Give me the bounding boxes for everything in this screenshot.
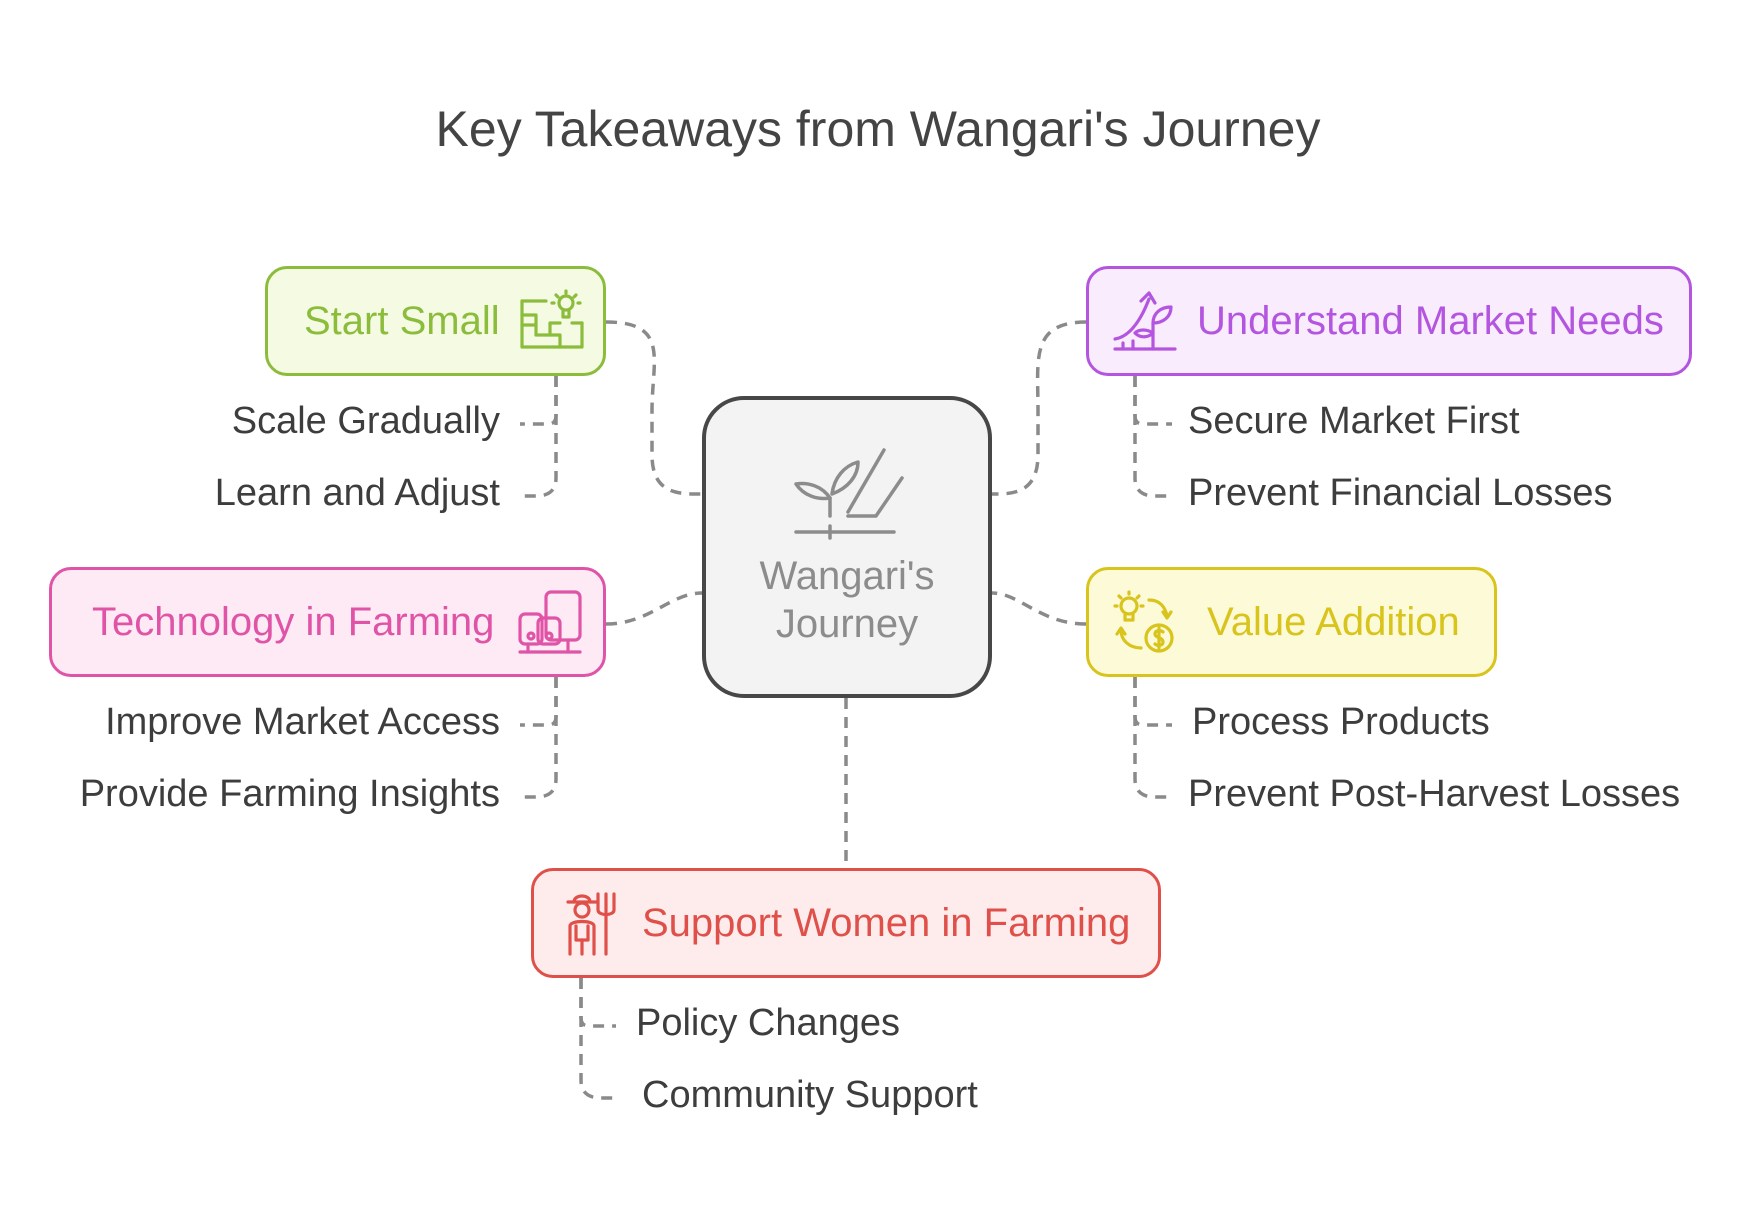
connector-farming-insights xyxy=(520,677,558,799)
center-label-line1: Wangari's xyxy=(759,554,935,598)
node-support-women-in-farming: Support Women in Farming xyxy=(531,868,1161,978)
item-policy-changes: Policy Changes xyxy=(636,1002,901,1044)
item-prevent-post-harvest-losses: Prevent Post-Harvest Losses xyxy=(1188,773,1681,815)
item-scale-gradually: Scale Gradually xyxy=(231,400,500,442)
center-node: Wangari's Journey xyxy=(702,396,992,698)
blueprint-lightbulb-icon xyxy=(520,289,584,349)
center-label: Wangari's Journey xyxy=(706,552,988,648)
growth-plant-arrow-icon xyxy=(1113,291,1177,351)
connector-start-small xyxy=(605,320,703,496)
node-understand-market-needs: Understand Market Needs xyxy=(1086,266,1692,376)
connector-improve-market xyxy=(520,677,558,727)
item-provide-farming-insights: Provide Farming Insights xyxy=(79,773,500,815)
connector-scale-gradually xyxy=(520,376,558,426)
connector-technology xyxy=(605,591,703,626)
diagram-title: Key Takeaways from Wangari's Journey xyxy=(435,101,1321,157)
women-in-farming-label: Support Women in Farming xyxy=(642,900,1131,945)
connector-post-harvest xyxy=(1133,677,1172,799)
node-technology-in-farming: Technology in Farming xyxy=(49,567,606,677)
center-label-line2: Journey xyxy=(775,602,919,646)
smart-devices-icon xyxy=(518,590,583,654)
item-process-products: Process Products xyxy=(1192,701,1490,743)
item-secure-market-first: Secure Market First xyxy=(1188,400,1520,442)
item-prevent-financial-losses: Prevent Financial Losses xyxy=(1188,472,1613,514)
connector-learn-adjust xyxy=(520,376,558,498)
technology-label: Technology in Farming xyxy=(92,599,495,644)
node-start-small: Start Small xyxy=(265,266,606,376)
item-learn-and-adjust: Learn and Adjust xyxy=(214,472,500,514)
connector-value-addition xyxy=(991,591,1087,626)
connector-process-products xyxy=(1133,677,1172,727)
market-needs-label: Understand Market Needs xyxy=(1197,298,1664,343)
connector-policy-changes xyxy=(579,978,616,1028)
hand-sprout-icon xyxy=(794,448,904,540)
start-small-label: Start Small xyxy=(304,298,500,343)
item-improve-market-access: Improve Market Access xyxy=(105,701,500,743)
connector-secure-market xyxy=(1133,376,1172,426)
connector-prevent-financial xyxy=(1133,376,1172,498)
connector-community-support xyxy=(579,978,616,1100)
connector-market-needs xyxy=(991,320,1087,496)
farmer-pitchfork-icon xyxy=(566,892,616,956)
value-addition-label: Value Addition xyxy=(1207,599,1460,644)
node-value-addition: Value Addition xyxy=(1086,567,1497,677)
idea-to-money-icon xyxy=(1113,590,1174,653)
item-community-support: Community Support xyxy=(642,1074,978,1116)
